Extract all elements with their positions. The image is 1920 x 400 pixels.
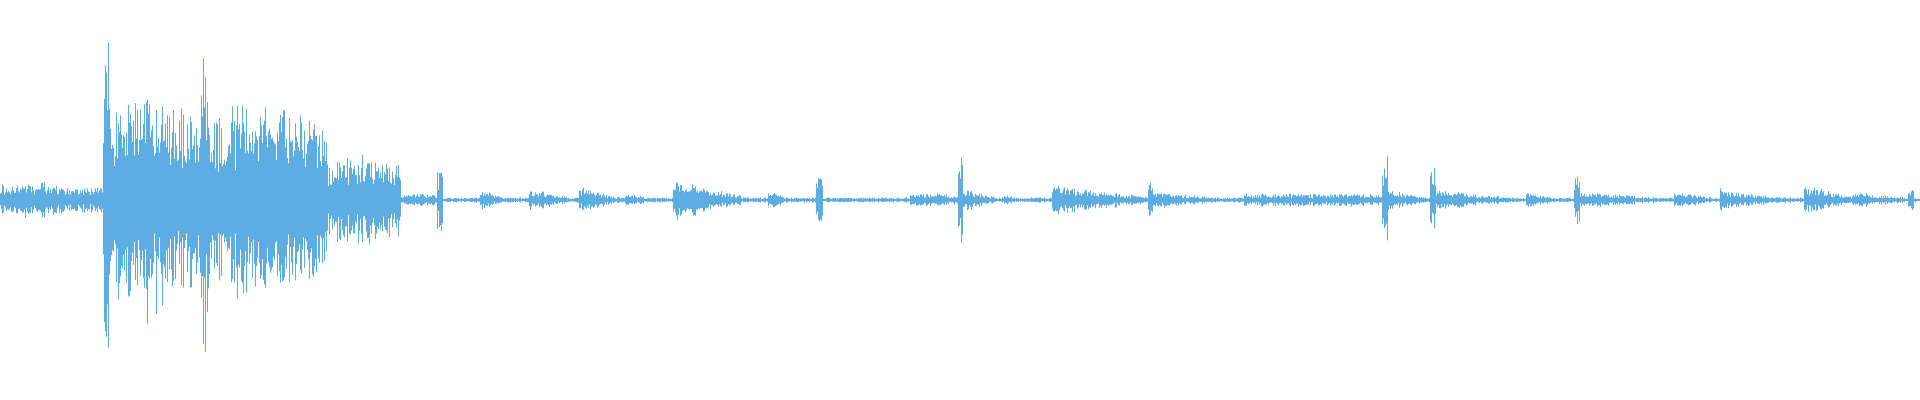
waveform-path <box>0 42 1920 353</box>
waveform-lines <box>0 42 1920 353</box>
